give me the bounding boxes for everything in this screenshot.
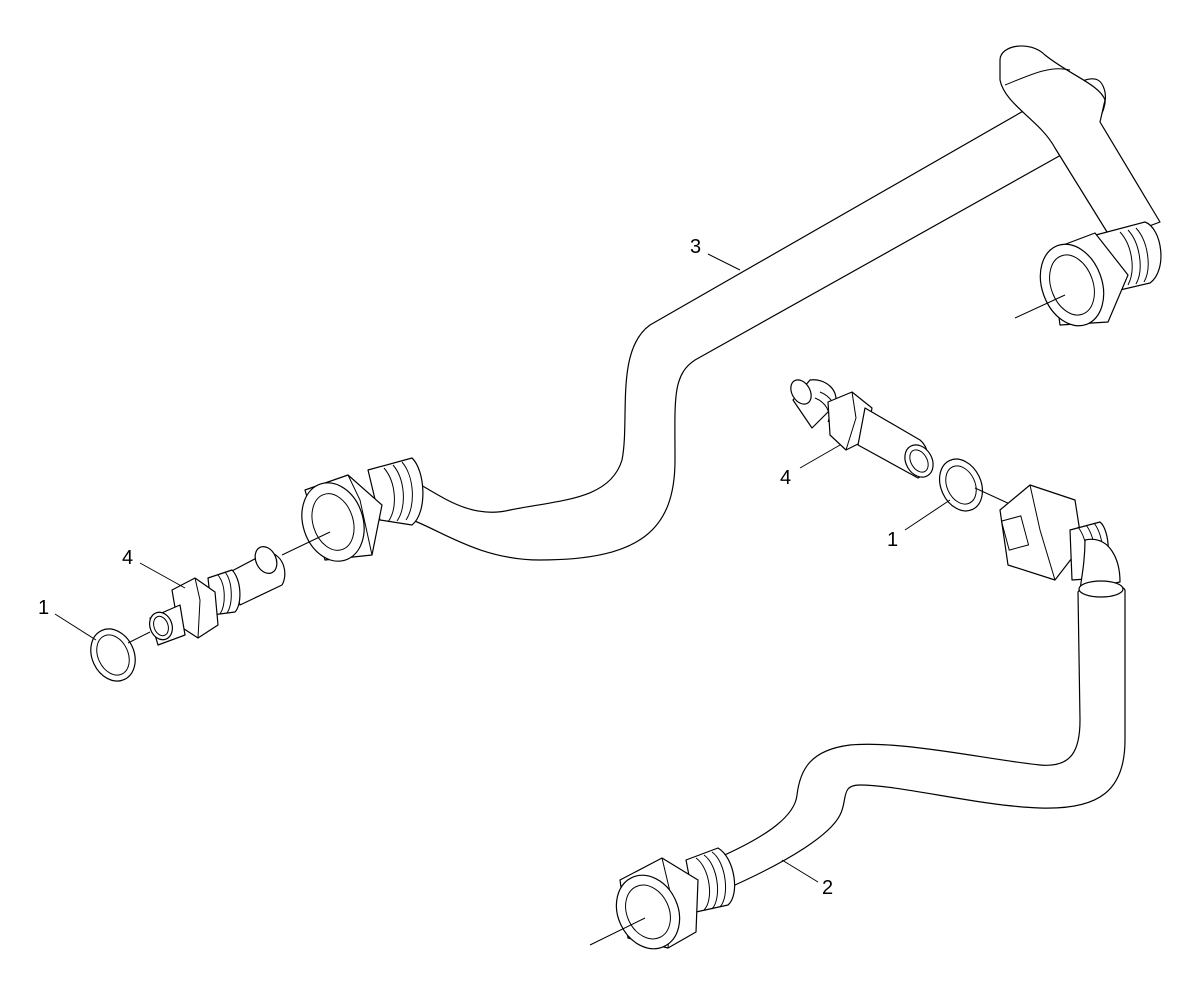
ring-right [938, 458, 1013, 512]
tube-upper [281, 45, 1162, 562]
tube-lower [589, 484, 1126, 950]
callout-tube-lower: 2 [822, 877, 833, 899]
callout-adapter-right: 4 [780, 467, 791, 489]
leader-ring-right [904, 499, 951, 531]
callout-adapter-left: 4 [122, 547, 133, 569]
leader-ring-left [54, 613, 97, 641]
callout-ring-right: 1 [887, 529, 898, 551]
callout-ring-left: 1 [38, 597, 49, 619]
ring-left [90, 628, 151, 682]
leader-tube-lower [781, 859, 819, 883]
leader-tube-upper [707, 253, 741, 271]
adapter-right [790, 379, 934, 479]
callout-tube-upper: 3 [690, 236, 701, 258]
adapter-left [149, 546, 286, 646]
leader-adapter-right [799, 444, 841, 469]
leader-adapter-left [139, 562, 186, 589]
